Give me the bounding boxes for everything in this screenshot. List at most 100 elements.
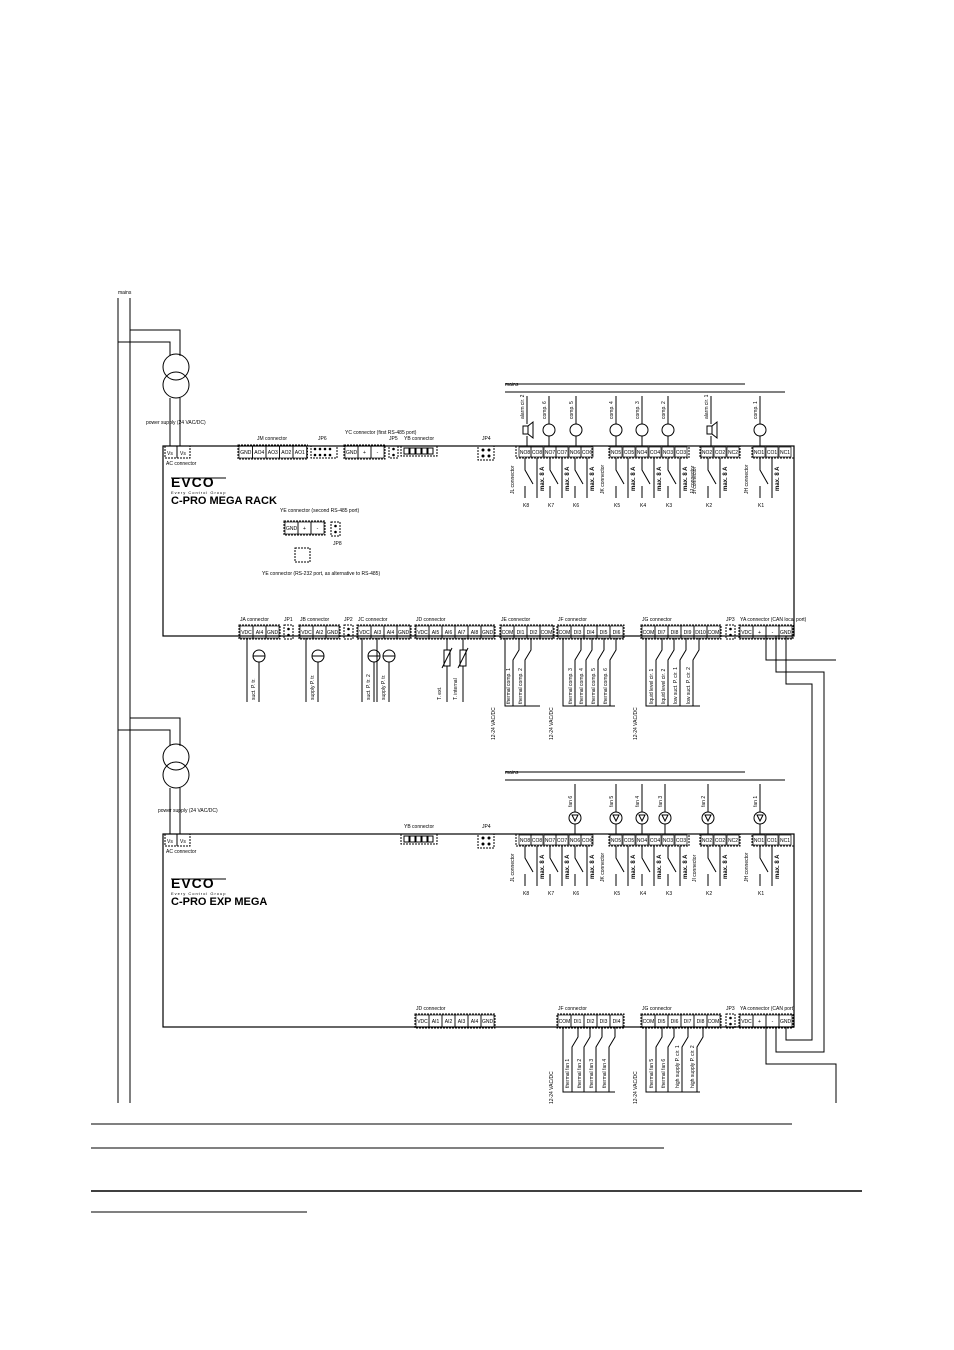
relay-pin-label: NC1 <box>780 838 790 844</box>
analog-input-label: suct. P. tr. 2 <box>366 674 372 700</box>
digital-input-label: thermal comp. 4 <box>579 668 585 704</box>
fan-icon <box>661 814 669 823</box>
exp-jg-pin-label: DI8 <box>697 1019 705 1025</box>
relay-pin-label: NO7 <box>545 838 556 844</box>
digital-common <box>645 638 700 707</box>
rack-jf-label: JF connector <box>558 617 587 623</box>
rack-jp6-jumper <box>310 445 338 459</box>
digital-input-switch <box>655 1027 663 1092</box>
digital-input-switch <box>597 638 605 706</box>
relay-max-current: max. 8 A <box>540 466 546 491</box>
rack-jd-pin-label: AI8 <box>471 630 479 636</box>
relay-pin <box>765 446 779 458</box>
rack-ye1-pin-label: - <box>317 526 319 532</box>
relay-pin <box>635 834 649 846</box>
jumper <box>343 624 354 640</box>
relay-max-current: max. 8 A <box>565 466 571 491</box>
digital-input-switch <box>692 638 700 706</box>
rack-jm-pin-label: AO4 <box>254 450 264 456</box>
relay-connector-label: JL connector <box>510 853 516 882</box>
exp-jf-pin-label: DI3 <box>600 1019 608 1025</box>
relay-pin-label: CO3 <box>676 838 687 844</box>
vac-label: 12-24 VAC/DC <box>633 1071 639 1104</box>
relay-pin-label: CO4 <box>650 838 661 844</box>
relay-connector-label: JI connector <box>692 466 698 494</box>
load-label: fan 4 <box>635 796 641 807</box>
relay-switch <box>549 846 559 873</box>
relay-label-k4: K4 <box>640 891 646 897</box>
rack-jb-pin-label: AI2 <box>316 630 324 636</box>
relay-pin <box>580 834 594 846</box>
exp-jd-label: JD connector <box>416 1006 446 1012</box>
jumper <box>283 624 294 640</box>
exp-jf-pin-label: DI2 <box>587 1019 595 1025</box>
load-label: fan 5 <box>609 796 615 807</box>
exp-jd-pin-label: AI1 <box>432 1019 440 1025</box>
relay-pin-label: CO1 <box>767 450 778 456</box>
exp-jg-pin-label: COM <box>643 1019 655 1025</box>
mains-lines <box>117 298 181 1103</box>
relay-pin-label: NC1 <box>780 450 790 456</box>
relay-pin <box>752 834 766 846</box>
rack-ye1-outline <box>283 520 326 536</box>
relay-max-current: max. 8 A <box>590 466 596 491</box>
jumper-pin <box>729 633 732 637</box>
digital-common <box>504 638 540 707</box>
analog-input-label: supply P. tr. <box>381 675 387 700</box>
rack-jm-pin-label: AO1 <box>295 450 305 456</box>
rack-ya-pin-label: + <box>758 630 761 636</box>
rack-jp5-label: JP5 <box>389 436 398 442</box>
exp-jf-label: JF connector <box>558 1006 587 1012</box>
relay-max-current: max. 8 A <box>723 466 729 491</box>
fan-icon <box>701 811 715 825</box>
rack-jc-pin <box>396 625 411 639</box>
digital-input-label: thermal comp. 1 <box>506 668 512 704</box>
fan-icon <box>612 814 620 823</box>
digital-input-label: thermal fan 6 <box>661 1059 667 1088</box>
rack-jd-pin-label: VDC <box>417 630 428 636</box>
jumper-label: JP2 <box>344 617 353 623</box>
relay-pin-label: CO6 <box>582 450 593 456</box>
rack-jc-outline <box>356 624 412 640</box>
relay-label-k8: K8 <box>523 891 529 897</box>
can-bus-cable <box>765 636 837 1103</box>
relay-block-outline <box>608 445 690 459</box>
relay-switch <box>615 846 625 873</box>
relay-pin <box>555 446 569 458</box>
rack-jg-pin <box>706 625 721 639</box>
rack-je-label: JE connector <box>501 617 531 623</box>
relay-max-current: max. 8 A <box>657 466 663 491</box>
rack-jc-pin-label: GND <box>398 630 410 636</box>
compressor-icon <box>753 423 767 437</box>
load-label: comp. 6 <box>542 401 548 419</box>
relay-pin <box>648 446 662 458</box>
rack-load-mains: mains <box>505 382 519 388</box>
relay-label-k4: K4 <box>640 503 646 509</box>
relay-connector-label: JJ connector <box>690 465 696 494</box>
exp-jp4-jumper <box>477 833 495 849</box>
relay-max-current: max. 8 A <box>631 854 637 879</box>
relay-pin-label: CO2 <box>715 838 726 844</box>
rack-jm-outline <box>237 444 308 460</box>
rack-ye1-connector: GND+- <box>283 520 326 536</box>
relay-max-current: max. 8 A <box>683 466 689 491</box>
jumper-pin <box>347 633 350 637</box>
relay-pin-label: CO2 <box>715 450 726 456</box>
relay-pin-label: CO1 <box>767 838 778 844</box>
relay-label-k5: K5 <box>614 891 620 897</box>
relay-pin <box>555 834 569 846</box>
jumper-pin <box>287 633 290 637</box>
rack-ac-pin-2: Vs <box>180 451 186 457</box>
relay-switch <box>759 458 769 485</box>
relay-switch <box>667 846 677 873</box>
rack-jf-pin-label: DI4 <box>587 630 595 636</box>
rack-yc-pin-label: - <box>377 450 379 456</box>
rack-jb-label: JB connector <box>300 617 330 623</box>
digital-common <box>645 1027 700 1093</box>
analog-input-label: T. ext. <box>437 687 443 700</box>
digital-input-label: high supply P. cir. 1 <box>675 1045 681 1088</box>
load-label: fan 1 <box>753 796 759 807</box>
rack-jp8-jumper <box>330 521 341 537</box>
